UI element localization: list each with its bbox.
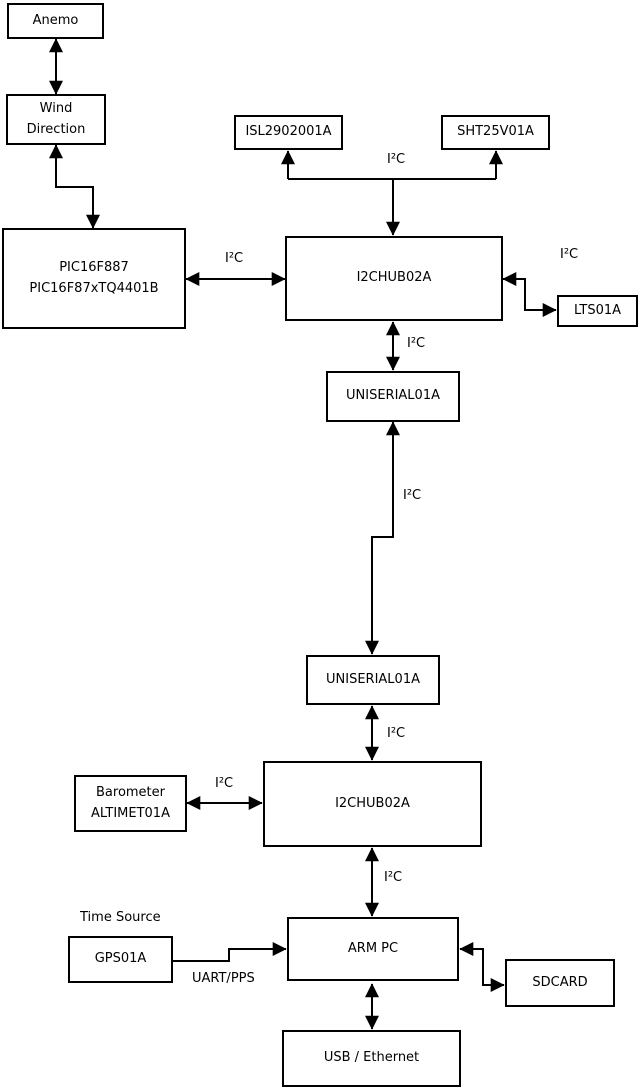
node-sht25v01a-label: SHT25V01A: [457, 124, 534, 140]
edge-label-uart-pps: UART/PPS: [192, 971, 255, 987]
node-barometer-altimet01a: Barometer ALTIMET01A: [74, 775, 187, 832]
node-usb-ethernet: USB / Ethernet: [282, 1030, 461, 1087]
node-i2chub02a-bottom: I2CHUB02A: [263, 761, 482, 847]
node-uniserial01a-top: UNISERIAL01A: [326, 371, 460, 422]
edge-i2chub1-lts: [502, 272, 557, 317]
node-i2chub02a-top: I2CHUB02A: [285, 236, 503, 321]
edge-label-i2c-sensors: I²C: [387, 152, 406, 168]
node-uniserial01a-bottom: UNISERIAL01A: [306, 655, 440, 705]
edge-label-i2c-serial-hub2: I²C: [387, 726, 406, 742]
node-gps01a-label: GPS01A: [94, 951, 147, 967]
node-pic16f887-line2: PIC16F87xTQ4401B: [29, 280, 159, 296]
node-barometer-line2: ALTIMET01A: [91, 805, 170, 821]
edge-armpc-sdcard: [459, 942, 505, 992]
node-usb-ethernet-label: USB / Ethernet: [323, 1050, 420, 1066]
edge-label-i2c-hub-serial: I²C: [407, 336, 426, 352]
node-i2chub02a-top-label: I2CHUB02A: [356, 270, 432, 286]
edge-label-i2c-serial-link: I²C: [403, 488, 422, 504]
edge-label-time-source: Time Source: [80, 910, 161, 926]
edge-label-i2c-barometer: I²C: [215, 776, 234, 792]
edge-label-i2c-pic: I²C: [225, 251, 244, 267]
node-pic16f887: PIC16F887 PIC16F87xTQ4401B: [2, 228, 186, 329]
edge-label-i2c-lts: I²C: [560, 247, 579, 263]
edge-winddir-pic: [49, 144, 100, 229]
node-wind-direction-line1: Wind: [39, 101, 73, 117]
node-wind-direction: Wind Direction: [6, 94, 106, 145]
edge-label-i2c-hub2-arm: I²C: [384, 870, 403, 886]
node-uniserial01a-bottom-label: UNISERIAL01A: [326, 671, 420, 687]
node-sht25v01a: SHT25V01A: [441, 115, 550, 150]
node-lts01a-label: LTS01A: [573, 302, 622, 318]
node-isl2902001a: ISL2902001A: [234, 115, 343, 150]
node-pic16f887-line1: PIC16F887: [59, 260, 129, 276]
node-uniserial01a-top-label: UNISERIAL01A: [346, 388, 440, 404]
node-wind-direction-line2: Direction: [26, 121, 86, 137]
node-i2chub02a-bottom-label: I2CHUB02A: [335, 795, 410, 811]
node-anemo: Anemo: [7, 3, 104, 39]
node-barometer-line1: Barometer: [96, 785, 165, 801]
node-arm-pc-label: ARM PC: [347, 940, 399, 956]
node-arm-pc: ARM PC: [287, 917, 459, 981]
node-gps01a: GPS01A: [68, 936, 173, 983]
edge-uniserial1-uniserial2: [365, 421, 400, 655]
node-lts01a: LTS01A: [557, 295, 638, 327]
node-anemo-label: Anemo: [32, 12, 79, 28]
edge-gps-armpc: [173, 942, 287, 962]
node-sdcard: SDCARD: [505, 959, 615, 1007]
node-isl2902001a-label: ISL2902001A: [245, 124, 332, 140]
node-sdcard-label: SDCARD: [532, 974, 588, 990]
